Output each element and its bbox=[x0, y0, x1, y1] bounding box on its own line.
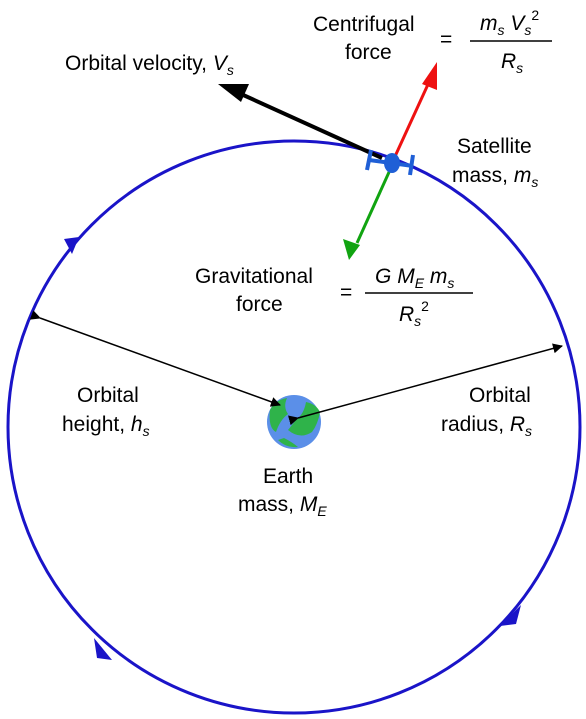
svg-text:G ME ms: G ME ms bbox=[375, 265, 454, 291]
svg-text:force: force bbox=[236, 293, 283, 316]
orbit-direction-arrow-bottom-right bbox=[500, 605, 521, 626]
orbit-path bbox=[6, 139, 582, 715]
satellite-label: Satellite mass, ms bbox=[452, 135, 538, 190]
svg-text:Gravitational: Gravitational bbox=[195, 265, 313, 288]
svg-text:=: = bbox=[440, 28, 452, 51]
svg-text:height, hs: height, hs bbox=[62, 413, 150, 439]
orbital-radius-label: Orbital radius, Rs bbox=[441, 384, 532, 439]
earth-label: Earth mass, ME bbox=[238, 465, 327, 519]
centrifugal-arrow bbox=[390, 79, 432, 164]
svg-text:Rs: Rs bbox=[501, 50, 523, 76]
svg-text:Earth: Earth bbox=[263, 465, 313, 488]
orbital-height-arrow bbox=[29, 310, 281, 407]
svg-text:Satellite: Satellite bbox=[457, 135, 532, 158]
orbit-direction-arrow-bottom-left bbox=[94, 638, 112, 660]
centrifugal-force-label: Centrifugal force = ms Vs2 Rs bbox=[313, 7, 552, 76]
orbital-height-label: Orbital height, hs bbox=[62, 384, 150, 439]
gravity-arrowhead bbox=[343, 239, 360, 260]
svg-text:force: force bbox=[345, 41, 392, 64]
svg-text:ms Vs2: ms Vs2 bbox=[480, 7, 539, 38]
svg-text:Rs2: Rs2 bbox=[399, 298, 429, 329]
svg-text:mass, ME: mass, ME bbox=[238, 493, 327, 519]
orbit-direction-arrow-left bbox=[64, 237, 79, 254]
gravity-arrow bbox=[355, 169, 392, 244]
svg-text:Centrifugal: Centrifugal bbox=[313, 13, 415, 36]
orbital-radius-arrow bbox=[288, 343, 563, 426]
svg-text:Orbital: Orbital bbox=[77, 384, 139, 407]
velocity-arrow bbox=[240, 92, 383, 160]
centrifugal-arrowhead bbox=[422, 62, 437, 90]
velocity-arrowhead bbox=[218, 84, 249, 102]
svg-text:=: = bbox=[340, 281, 352, 304]
svg-text:mass, ms: mass, ms bbox=[452, 164, 538, 190]
svg-text:Orbital: Orbital bbox=[469, 384, 531, 407]
orbital-velocity-label: Orbital velocity, Vs bbox=[65, 52, 234, 78]
svg-text:radius, Rs: radius, Rs bbox=[441, 413, 532, 439]
gravitational-force-label: Gravitational force = G ME ms Rs2 bbox=[195, 265, 473, 329]
satellite-icon bbox=[365, 149, 415, 176]
